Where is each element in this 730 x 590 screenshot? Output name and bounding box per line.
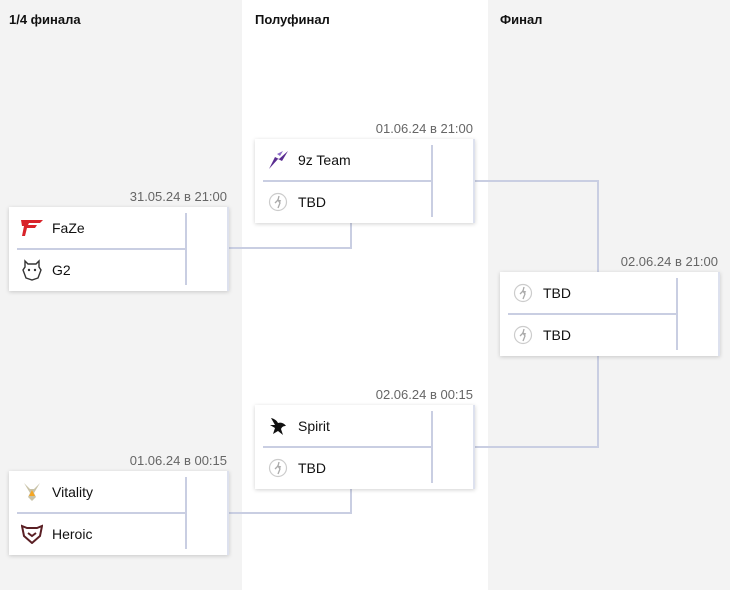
faze-logo-icon [21, 217, 43, 239]
match-date: 02.06.24 в 21:00 [620, 254, 718, 269]
semifinal-header: Полуфинал [255, 12, 330, 27]
match-date: 02.06.24 в 00:15 [375, 387, 473, 402]
team-row[interactable]: Vitality [9, 471, 185, 513]
score-divider [431, 411, 433, 483]
score-divider [185, 213, 187, 285]
score-divider [431, 145, 433, 217]
final-header: Финал [500, 12, 543, 27]
team-row[interactable]: TBD [500, 314, 676, 356]
g2-logo-icon [21, 259, 43, 281]
row-divider [263, 180, 431, 182]
connector [597, 180, 599, 272]
team-name: 9z Team [298, 152, 351, 168]
team-row[interactable]: TBD [255, 447, 431, 489]
team-name: Spirit [298, 418, 330, 434]
connector [473, 180, 599, 182]
row-divider [508, 313, 676, 315]
connector [597, 356, 599, 448]
score-divider [676, 278, 678, 350]
team-row[interactable]: G2 [9, 249, 185, 291]
heroic-logo-icon [21, 523, 43, 545]
team-row[interactable]: 9z Team [255, 139, 431, 181]
connector [229, 512, 352, 514]
team-row[interactable]: TBD [500, 272, 676, 314]
team-name: TBD [543, 285, 571, 301]
team-name: FaZe [52, 220, 85, 236]
connector [350, 489, 352, 514]
row-divider [17, 248, 185, 250]
match-date: 01.06.24 в 00:15 [129, 453, 227, 468]
tbd-placeholder-icon [512, 282, 534, 304]
team-row[interactable]: Heroic [9, 513, 185, 555]
row-divider [17, 512, 185, 514]
match-date: 01.06.24 в 21:00 [375, 121, 473, 136]
team-row[interactable]: TBD [255, 181, 431, 223]
match-date: 31.05.24 в 21:00 [129, 189, 227, 204]
team-row[interactable]: FaZe [9, 207, 185, 249]
connector [229, 247, 352, 249]
vitality-logo-icon [21, 481, 43, 503]
team-name: Heroic [52, 526, 93, 542]
connector [473, 446, 599, 448]
team-name: TBD [298, 194, 326, 210]
row-divider [263, 446, 431, 448]
tbd-placeholder-icon [512, 324, 534, 346]
quarterfinal-header: 1/4 финала [9, 12, 81, 27]
spirit-logo-icon [267, 415, 289, 437]
connector [350, 223, 352, 249]
team-name: Vitality [52, 484, 93, 500]
tbd-placeholder-icon [267, 457, 289, 479]
score-divider [185, 477, 187, 549]
team-name: TBD [543, 327, 571, 343]
9z-logo-icon [267, 149, 289, 171]
semifinal-column [242, 0, 488, 590]
tbd-placeholder-icon [267, 191, 289, 213]
team-row[interactable]: Spirit [255, 405, 431, 447]
team-name: TBD [298, 460, 326, 476]
team-name: G2 [52, 262, 71, 278]
